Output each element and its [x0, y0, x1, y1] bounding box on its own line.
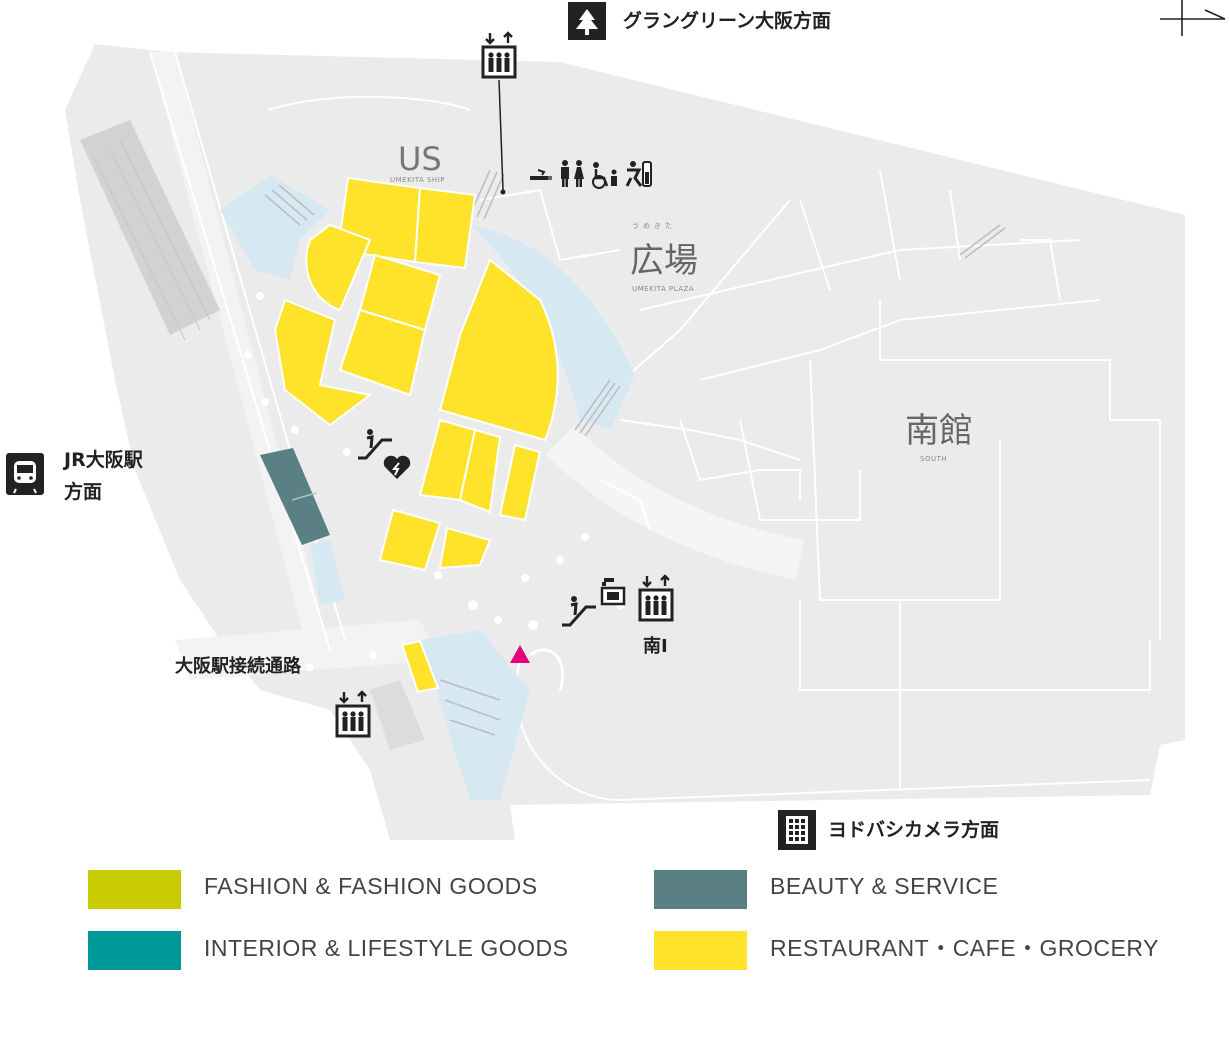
legend-label-interior: INTERIOR & LIFESTYLE GOODS [204, 935, 568, 961]
restroom-icon [561, 160, 584, 187]
smoking-icon [530, 169, 552, 180]
osaka-connection-label: 大阪駅接続通路 [175, 655, 302, 677]
accessible-restroom-icon [592, 162, 617, 189]
minami1-label: 南Ⅰ [643, 635, 668, 657]
train-icon [13, 461, 37, 494]
building-icon [786, 816, 808, 844]
tree-icon [576, 9, 598, 35]
locker-icon [600, 578, 626, 606]
yodobashi-label: ヨドバシカメラ方面 [828, 818, 999, 841]
yodobashi-direction[interactable]: ヨドバシカメラ方面 [778, 810, 999, 850]
grand-green-direction[interactable]: グラングリーン大阪方面 [568, 2, 831, 40]
plaza-kana: うめきた [632, 222, 676, 230]
jr-osaka-direction[interactable]: JR大阪駅 方面 [6, 448, 144, 503]
south-sub: SOUTH [920, 455, 947, 463]
plaza-label: 広場 [630, 241, 698, 281]
jr-osaka-label-2: 方面 [64, 480, 102, 503]
legend-label-fashion: FASHION & FASHION GOODS [204, 873, 538, 899]
elevator-icon [481, 31, 517, 79]
grand-green-label: グラングリーン大阪方面 [623, 9, 831, 32]
us-logo: US [398, 140, 442, 178]
ground-area [65, 44, 1185, 840]
legend-swatch-restaurant [654, 931, 747, 970]
jr-osaka-label: JR大阪駅 [62, 448, 144, 471]
baby-care-icon [625, 161, 652, 187]
escalator-icon [358, 429, 392, 460]
restaurant-shops[interactable] [273, 176, 559, 694]
legend-label-restaurant: RESTAURANT・CAFE・GROCERY [770, 935, 1159, 961]
plaza-sub: UMEKITA PLAZA [632, 285, 694, 293]
legend-swatch-interior [88, 931, 181, 970]
legend-swatch-beauty [654, 870, 747, 909]
beauty-service-shop[interactable] [260, 448, 330, 545]
water-features [220, 175, 635, 800]
legend: FASHION & FASHION GOODS BEAUTY & SERVICE… [88, 870, 1159, 970]
south-building-label: 南館 [905, 411, 973, 451]
aed-icon [383, 455, 411, 479]
current-location-marker [510, 645, 530, 663]
escalator-icon [562, 596, 596, 627]
us-sub: UMEKITA SHIP [390, 176, 445, 184]
legend-label-beauty: BEAUTY & SERVICE [770, 873, 998, 899]
north-arrow-icon [1160, 0, 1226, 36]
legend-swatch-fashion [88, 870, 181, 909]
